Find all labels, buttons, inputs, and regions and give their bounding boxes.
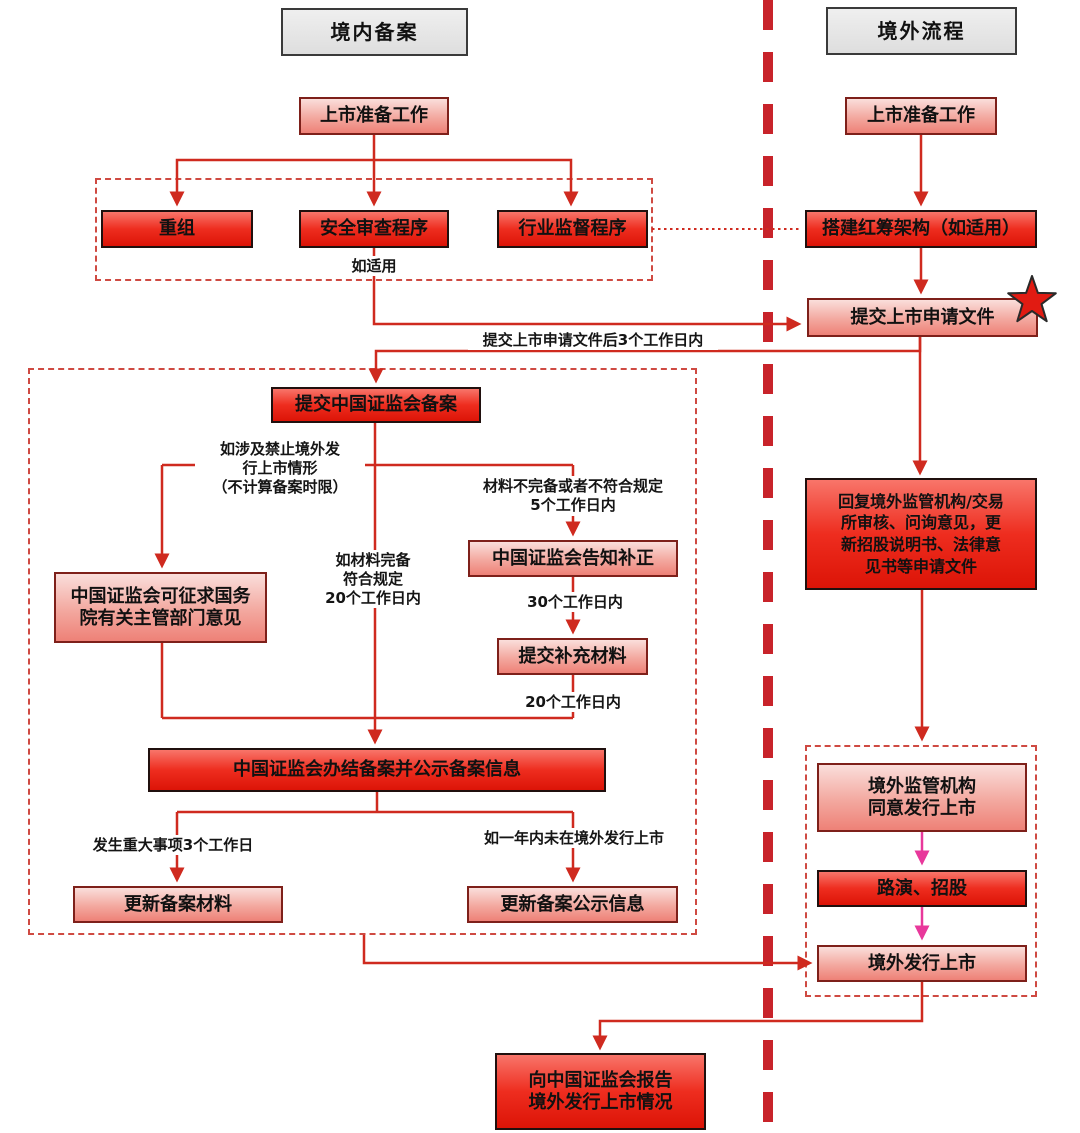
node-update-filing-materials: 更新备案材料	[73, 886, 283, 923]
group-csrc-filing-process	[28, 368, 697, 935]
edge-label-prohibited-case: 如涉及禁止境外发 行上市情形 （不计算备案时限）	[195, 439, 365, 497]
node-csrc-notify-correction: 中国证监会告知补正	[468, 540, 678, 577]
header-overseas-process: 境外流程	[826, 7, 1017, 55]
node-overseas-issue-listing: 境外发行上市	[817, 945, 1027, 982]
node-csrc-complete-filing-publicize: 中国证监会办结备案并公示备案信息	[148, 748, 606, 792]
node-listing-preparation-domestic: 上市准备工作	[299, 97, 449, 135]
edge-label-within-20-working-days: 20个工作日内	[513, 692, 633, 712]
edge-label-not-listed-within-1-year: 如一年内未在境外发行上市	[464, 828, 684, 848]
node-reply-overseas-regulators: 回复境外监管机构/交易 所审核、问询意见，更 新招股说明书、法律意 见书等申请文…	[805, 478, 1037, 590]
node-csrc-consult-departments: 中国证监会可征求国务 院有关主管部门意见	[54, 572, 267, 643]
edge-label-within-3-working-days: 提交上市申请文件后3个工作日内	[468, 330, 718, 350]
edge-label-within-30-working-days: 30个工作日内	[515, 592, 635, 612]
node-industry-supervision: 行业监督程序	[497, 210, 648, 248]
node-overseas-regulator-approval: 境外监管机构 同意发行上市	[817, 763, 1027, 832]
node-build-red-chip-structure: 搭建红筹架构（如适用）	[805, 210, 1037, 248]
node-report-to-csrc: 向中国证监会报告 境外发行上市情况	[495, 1053, 706, 1130]
edge-label-materials-incomplete: 材料不完备或者不符合规定 5个工作日内	[463, 476, 683, 516]
domestic-overseas-divider	[763, 0, 773, 1133]
edge-label-materials-complete: 如材料完备 符合规定 20个工作日内	[313, 550, 433, 608]
header-domestic-filing: 境内备案	[281, 8, 468, 56]
node-roadshow-bookbuilding: 路演、招股	[817, 870, 1027, 907]
node-security-review: 安全审查程序	[299, 210, 449, 248]
node-submit-supplement-materials: 提交补充材料	[497, 638, 648, 675]
node-submit-listing-application: 提交上市申请文件	[807, 298, 1038, 337]
node-submit-csrc-filing: 提交中国证监会备案	[271, 387, 481, 423]
edge-label-major-event-3-days: 发生重大事项3个工作日	[83, 835, 263, 855]
star-icon	[1007, 275, 1057, 323]
node-update-filing-public-info: 更新备案公示信息	[467, 886, 678, 923]
node-listing-preparation-overseas: 上市准备工作	[845, 97, 997, 135]
node-restructure: 重组	[101, 210, 253, 248]
edge-label-if-applicable: 如适用	[344, 256, 404, 276]
